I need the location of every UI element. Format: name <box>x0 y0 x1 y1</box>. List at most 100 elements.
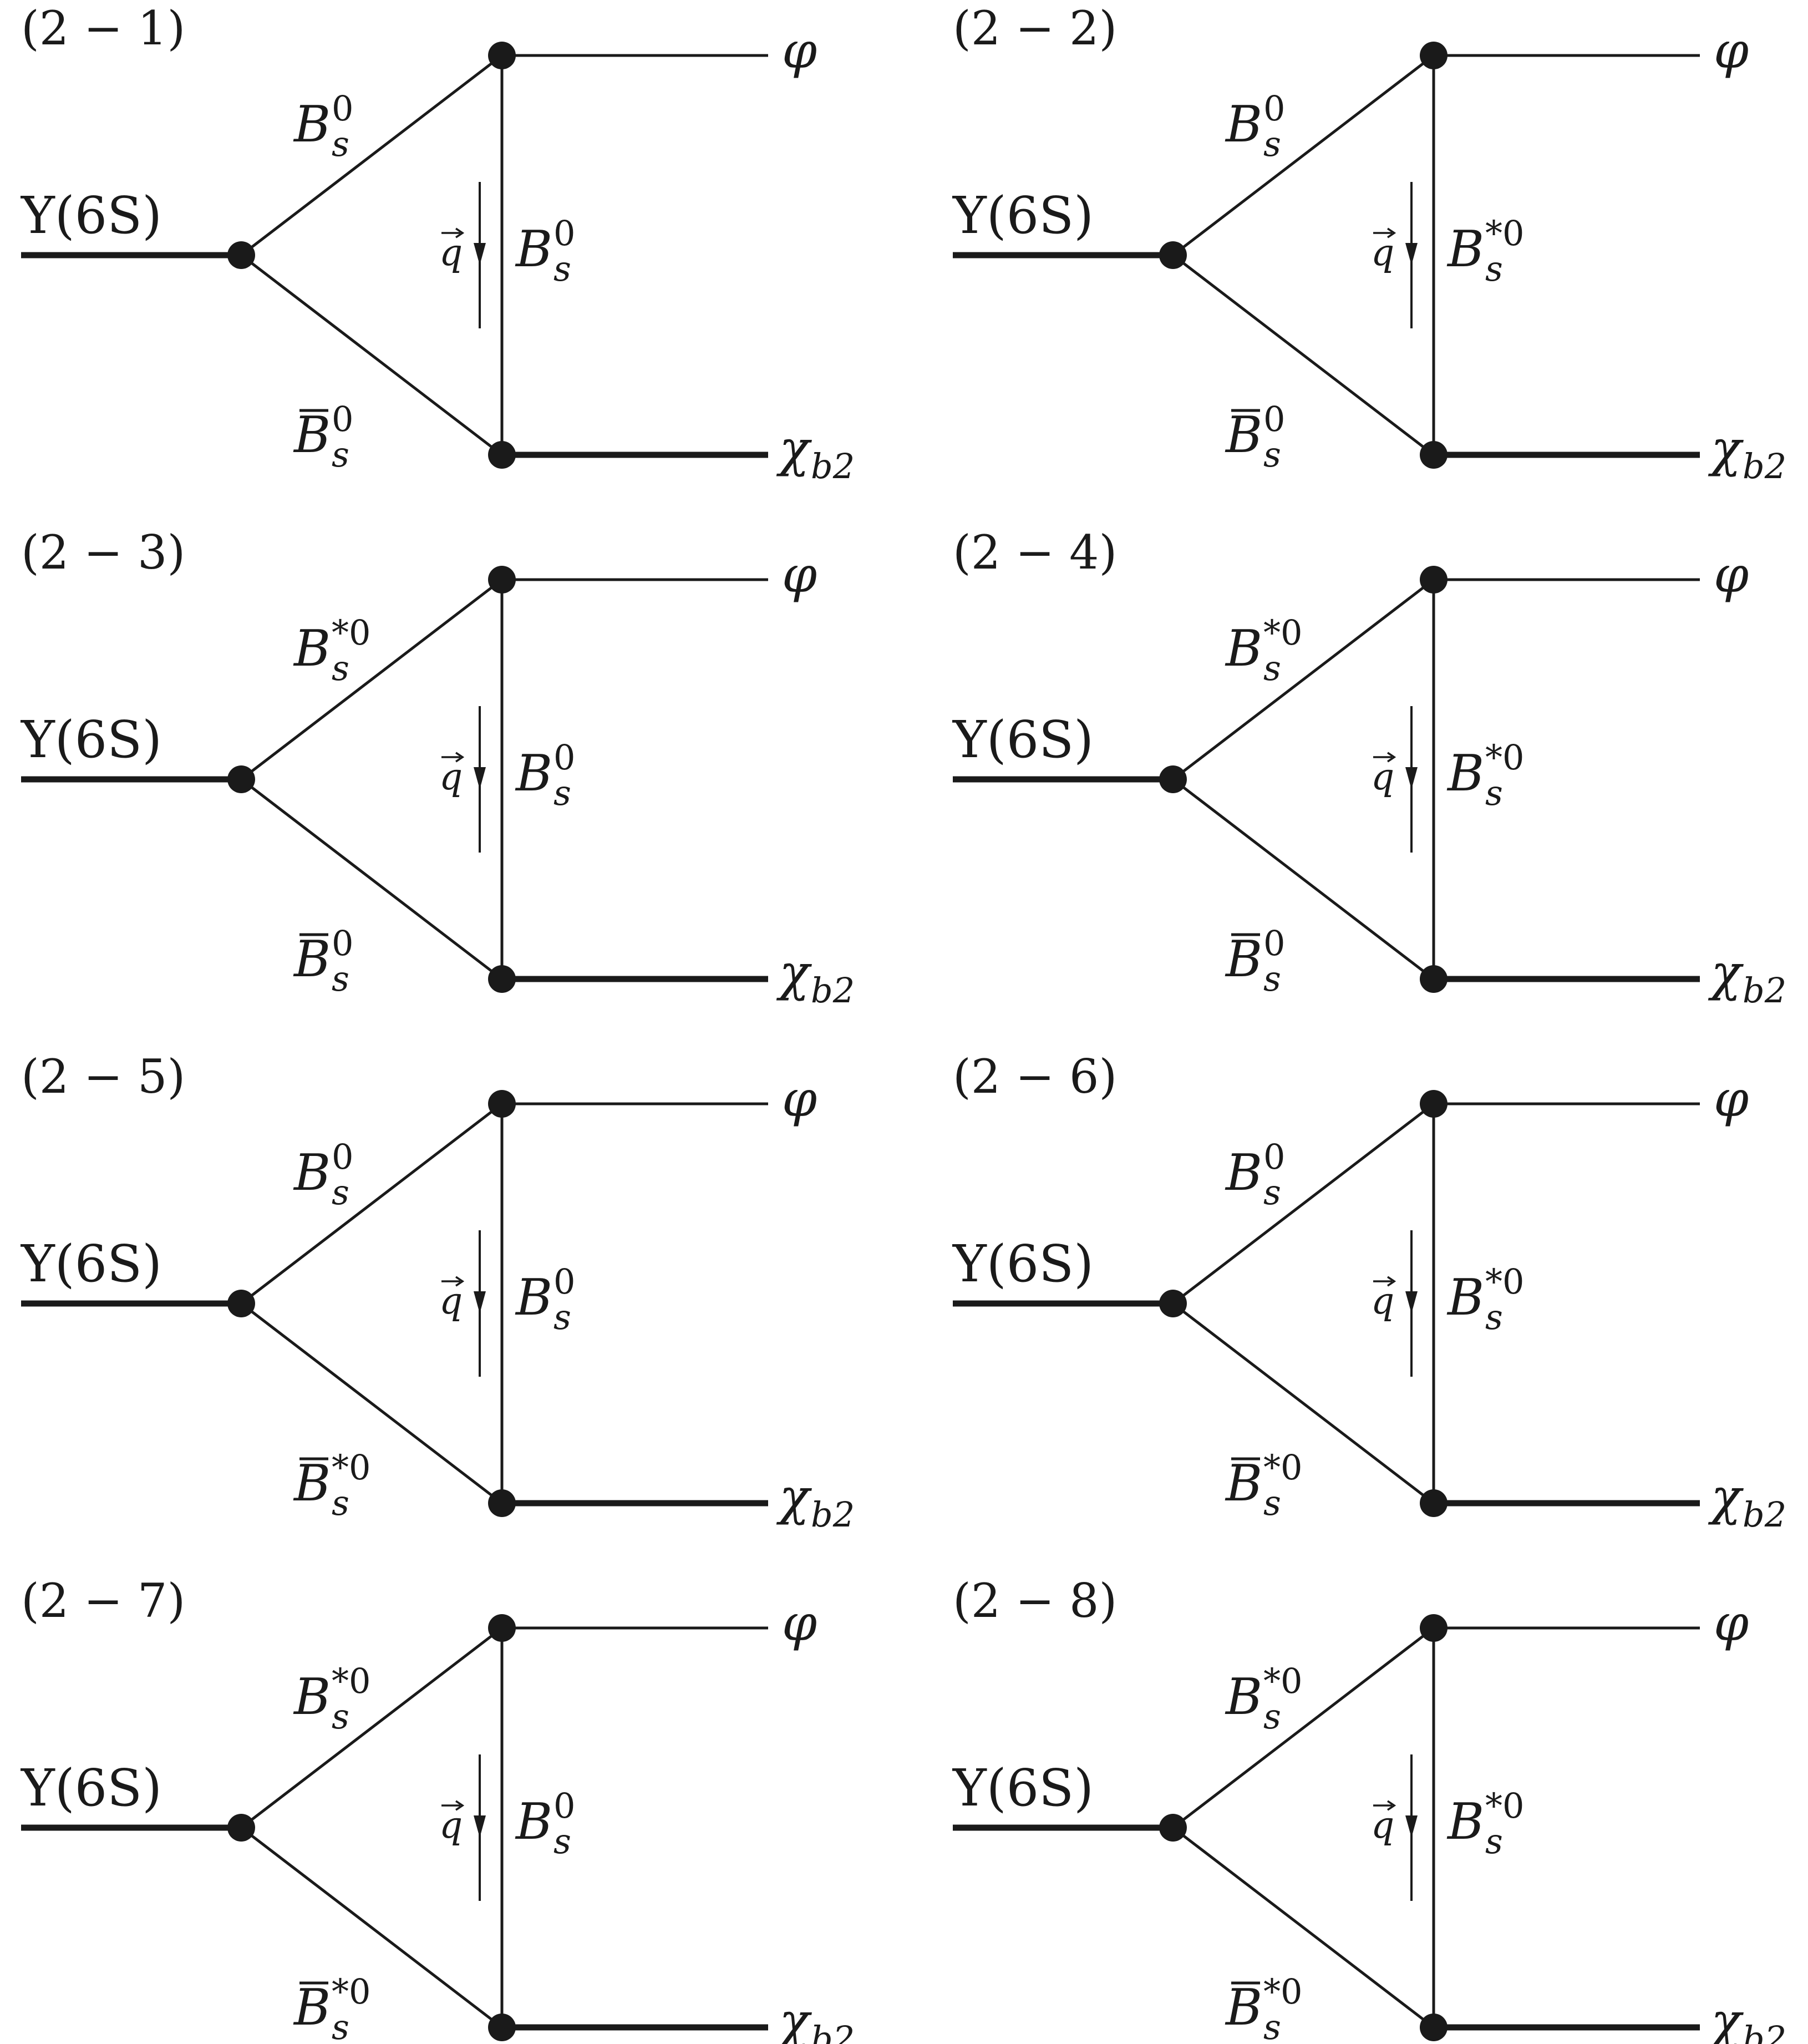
lower-meson-label-superscript: *0 <box>332 1447 370 1488</box>
lower-meson-label-base: B <box>293 1454 331 1513</box>
momentum-arrowhead <box>1405 1291 1418 1313</box>
lower-meson-label-base: B <box>293 406 331 464</box>
upper-meson-label-subscript: s <box>1263 1172 1281 1213</box>
vertex-left <box>227 1290 255 1317</box>
exchange-meson-label-superscript: 0 <box>553 737 575 778</box>
outgoing-phi-label: φ <box>1714 1070 1749 1128</box>
upper-propagator <box>1172 1627 1435 1829</box>
upper-meson-label-superscript: 0 <box>1263 88 1285 129</box>
lower-meson-label: B*0s <box>1225 1971 1302 2044</box>
lower-meson-label-base: B <box>1225 1979 1262 2037</box>
lower-meson-label-subscript: s <box>332 1483 349 1523</box>
exchange-meson-label-base: B <box>515 1269 552 1327</box>
upper-propagator <box>240 1627 503 1829</box>
momentum-label: q <box>1371 752 1396 798</box>
exchange-meson-label-base: B <box>1446 744 1484 803</box>
incoming-particle-label: Υ(6S) <box>952 1758 1094 1818</box>
vertex-top <box>488 566 516 594</box>
chi-subscript: b2 <box>1743 1494 1786 1535</box>
lower-meson-label-subscript: s <box>1263 2007 1281 2044</box>
exchange-meson-label-base: B <box>1446 220 1484 278</box>
outgoing-phi-label: φ <box>1714 22 1749 80</box>
chi-base: χ <box>1708 1992 1744 2044</box>
lower-meson-label-subscript: s <box>332 434 349 475</box>
panel-label: (2 − 7) <box>21 1574 185 1628</box>
momentum-arrowhead <box>1405 767 1418 789</box>
vertex-bottom <box>488 1489 516 1517</box>
vertex-top <box>1420 42 1448 69</box>
exchange-meson-label-subscript: s <box>1485 1297 1503 1337</box>
lower-propagator <box>240 1827 503 2028</box>
upper-propagator <box>240 1103 503 1305</box>
momentum-arrowhead <box>1405 1815 1418 1838</box>
lower-meson-label-base: B <box>1225 1454 1262 1513</box>
upper-meson-label-base: B <box>1225 95 1262 154</box>
chi-subscript: b2 <box>1743 970 1786 1011</box>
momentum-symbol: q <box>439 231 463 274</box>
lower-meson-label-subscript: s <box>1263 958 1281 999</box>
incoming-particle-label: Υ(6S) <box>952 710 1094 769</box>
upper-meson-label-base: B <box>293 620 331 678</box>
panel-label: (2 − 1) <box>21 1 185 55</box>
incoming-particle-label: Υ(6S) <box>952 1234 1094 1294</box>
lower-meson-label-subscript: s <box>332 958 349 999</box>
vertex-bottom <box>1420 965 1448 993</box>
vertex-top <box>1420 1614 1448 1642</box>
exchange-meson-label-superscript: *0 <box>1485 1261 1524 1302</box>
outgoing-phi-label: φ <box>1714 546 1749 604</box>
exchange-meson-label-base: B <box>1446 1269 1484 1327</box>
lower-meson-label-subscript: s <box>1263 434 1281 475</box>
upper-propagator <box>240 579 503 780</box>
momentum-symbol: q <box>1371 755 1394 798</box>
upper-meson-label-subscript: s <box>332 1696 349 1737</box>
outgoing-phi-label: φ <box>782 1594 817 1652</box>
outgoing-phi-label: φ <box>782 1070 817 1128</box>
lower-meson-label-superscript: *0 <box>332 1971 370 2012</box>
incoming-particle-label: Υ(6S) <box>20 710 162 769</box>
outgoing-phi-label: φ <box>1714 1594 1749 1652</box>
exchange-meson-label-base: B <box>515 220 552 278</box>
lower-propagator <box>240 778 503 980</box>
vector-arrow-head-icon <box>455 227 465 239</box>
upper-meson-label-superscript: *0 <box>332 1661 370 1701</box>
lower-meson-label-subscript: s <box>1263 1483 1281 1523</box>
upper-meson-label-base: B <box>1225 1668 1262 1726</box>
lower-propagator <box>240 1302 503 1504</box>
lower-meson-label-superscript: *0 <box>1263 1447 1302 1488</box>
momentum-symbol: q <box>1371 231 1394 274</box>
upper-meson-label-subscript: s <box>1263 124 1281 164</box>
chi-subscript: b2 <box>811 1494 855 1535</box>
upper-propagator <box>1172 1103 1435 1305</box>
exchange-meson-label-superscript: *0 <box>1485 213 1524 253</box>
momentum-label: q <box>1371 227 1396 274</box>
vertex-left <box>227 1814 255 1842</box>
lower-meson-label-base: B <box>293 930 331 988</box>
panel-label: (2 − 3) <box>21 525 185 580</box>
vertex-bottom <box>1420 441 1448 469</box>
panel-label: (2 − 6) <box>953 1049 1117 1104</box>
momentum-arrowhead <box>474 1815 486 1838</box>
panel-label: (2 − 5) <box>21 1049 185 1104</box>
vertex-bottom <box>488 2013 516 2041</box>
vertex-top <box>488 1614 516 1642</box>
momentum-symbol: q <box>439 1280 463 1322</box>
upper-meson-label-subscript: s <box>332 124 349 164</box>
upper-propagator <box>240 54 503 256</box>
vertex-left <box>1159 1814 1187 1842</box>
vertex-left <box>227 765 255 793</box>
vertex-left <box>1159 765 1187 793</box>
exchange-meson-label-subscript: s <box>1485 1821 1503 1862</box>
lower-propagator <box>1172 1827 1435 2028</box>
vector-arrow-head-icon <box>455 752 465 763</box>
exchange-meson-label-subscript: s <box>1485 248 1503 289</box>
exchange-meson-label: B*0s <box>1446 737 1524 813</box>
momentum-arrowhead <box>474 767 486 789</box>
